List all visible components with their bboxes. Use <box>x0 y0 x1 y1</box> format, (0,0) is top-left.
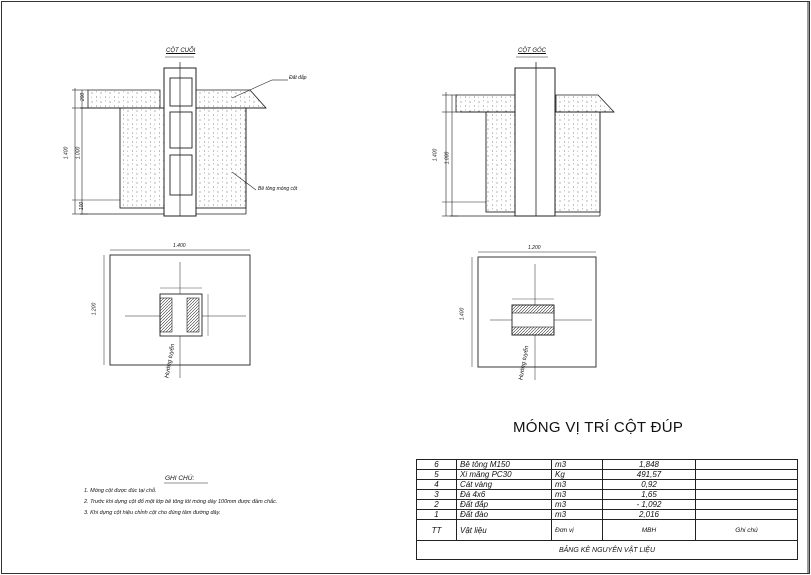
table-row: 2 Đất đắp m3 - 1,092 <box>416 499 798 510</box>
table-row: 1 Đất đào m3 2,016 <box>416 509 798 520</box>
notes-title: GHI CHÚ: <box>165 475 195 482</box>
left-dim-total: 1.400 <box>63 146 70 160</box>
table-row: 4 Cát vàng m3 0,92 <box>416 479 798 490</box>
table-row: 3 Đá 4x6 m3 1,65 <box>416 489 798 500</box>
right-section-view <box>442 56 615 217</box>
left-plan-view <box>103 249 251 378</box>
right-section-label: CỘT GÓC <box>518 48 546 54</box>
left-dim-bottom: 100 <box>79 201 86 211</box>
right-plan-view <box>471 251 597 380</box>
bom-caption: BẢNG KÊ NGUYÊN VẬT LIỆU <box>416 540 798 560</box>
table-row: 6 Bê tông M150 m3 1,848 <box>416 459 798 470</box>
left-dim-mid: 1.000 <box>75 146 82 160</box>
note-1: 1. Móng cột được đúc tại chỗ. <box>84 488 157 494</box>
note-2: 2. Trước khi dựng cột đổ một lớp bê tông… <box>84 499 278 505</box>
bom-table: 6 Bê tông M150 m3 1,848 5 Xi măng PC30 K… <box>416 459 798 560</box>
soil-fill-callout: Đất đắp <box>289 75 307 81</box>
right-dim-mid: 1.000 <box>444 151 451 165</box>
drawing-title: MÓNG VỊ TRÍ CỘT ĐÚP <box>513 419 684 436</box>
concrete-callout: Bê tông móng cột <box>258 186 298 192</box>
note-3: 3. Khi dựng cột hiệu chỉnh cột cho đúng … <box>84 510 221 516</box>
left-dim-top: 200 <box>80 92 87 102</box>
right-plan-dim-side: 1.400 <box>459 307 466 321</box>
table-caption-row: BẢNG KÊ NGUYÊN VẬT LIỆU <box>416 540 798 560</box>
left-plan-dim-top: 1.400 <box>173 243 186 249</box>
left-section-label: CỘT CUỐI <box>166 48 196 54</box>
table-header-row: TT Vật liệu Đơn vị MBH Ghi chú <box>416 519 798 541</box>
right-dim-total: 1.400 <box>432 148 439 162</box>
left-section-view <box>72 56 288 217</box>
right-plan-dim-top: 1.200 <box>528 245 541 251</box>
table-row: 5 Xi măng PC30 Kg 491,57 <box>416 469 798 480</box>
left-plan-dim-side: 1.200 <box>91 302 98 316</box>
